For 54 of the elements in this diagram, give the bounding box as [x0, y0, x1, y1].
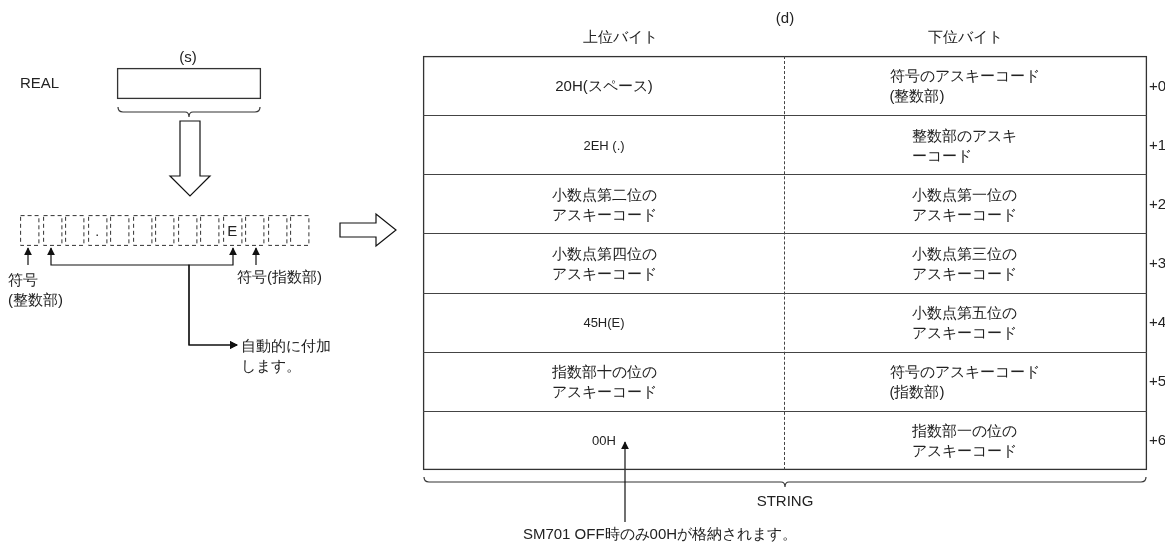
block-arrow [339, 212, 397, 248]
cell-text: 20H(スペース) [555, 75, 653, 96]
operand-label: (d) [775, 9, 795, 27]
dashed-cell [222, 215, 242, 246]
annotation-text: 符号(整数部) [8, 270, 71, 310]
cell-text: E [227, 220, 238, 241]
type-label: STRING [756, 492, 814, 510]
operand-label: (s) [179, 48, 197, 66]
cell-text: . [95, 221, 100, 241]
column-header: 下位バイト [927, 28, 1003, 46]
dashed-cell [42, 215, 62, 246]
offset-label: +4 [1149, 313, 1165, 332]
cell-text: 00H [592, 432, 616, 451]
cell-text: 整数部のアスキーコード [912, 125, 1018, 166]
offset-label: +1 [1149, 135, 1165, 154]
dashed-cell [177, 215, 197, 246]
cell-text: 45H(E) [583, 314, 625, 333]
cell-text: 小数点第二位のアスキーコード [550, 184, 658, 225]
dashed-cell [290, 215, 310, 246]
arrow [24, 247, 32, 266]
dashed-cell [245, 215, 265, 246]
offset-label: +0 [1149, 76, 1165, 95]
type-label: REAL [20, 74, 60, 92]
cell-text: 符号のアスキーコード(指数部) [889, 362, 1041, 403]
cell-text: 小数点第三位のアスキーコード [912, 244, 1018, 284]
offset-label: +6 [1149, 431, 1165, 450]
register-box [117, 68, 261, 120]
data-table [423, 56, 1147, 470]
dashed-cell [87, 215, 107, 246]
dashed-cell [200, 215, 220, 246]
dashed-cell [20, 215, 40, 246]
offset-label: +3 [1149, 254, 1165, 272]
arrow [252, 247, 260, 266]
cell-text: 指数部十の位のアスキーコード [550, 362, 658, 403]
annotation-text: 符号(指数部) [237, 267, 322, 287]
column-header: 上位バイト [582, 28, 658, 46]
block-arrow [168, 120, 212, 197]
cell-text: 小数点第四位のアスキーコード [550, 244, 658, 284]
cell-text: 小数点第五位のアスキーコード [912, 303, 1018, 344]
dashed-cell [132, 215, 152, 246]
dashed-cell [155, 215, 175, 246]
cell-text: 小数点第一位のアスキーコード [912, 184, 1018, 225]
annotation-text: 自動的に付加します。 [241, 336, 334, 376]
cell-text: 符号のアスキーコード(整数部) [889, 65, 1041, 106]
cell-text: 指数部一の位のアスキーコード [912, 421, 1018, 462]
dashed-cell [65, 215, 85, 246]
cell-text: 2EH (.) [583, 136, 625, 155]
leader-line [621, 441, 629, 523]
offset-label: +5 [1149, 372, 1165, 391]
offset-label: +2 [1149, 194, 1165, 213]
dashed-cell [267, 215, 287, 246]
note-text: SM701 OFF時のみ00Hが格納されます。 [522, 524, 798, 544]
dashed-cell [110, 215, 130, 246]
arrow [188, 247, 238, 349]
